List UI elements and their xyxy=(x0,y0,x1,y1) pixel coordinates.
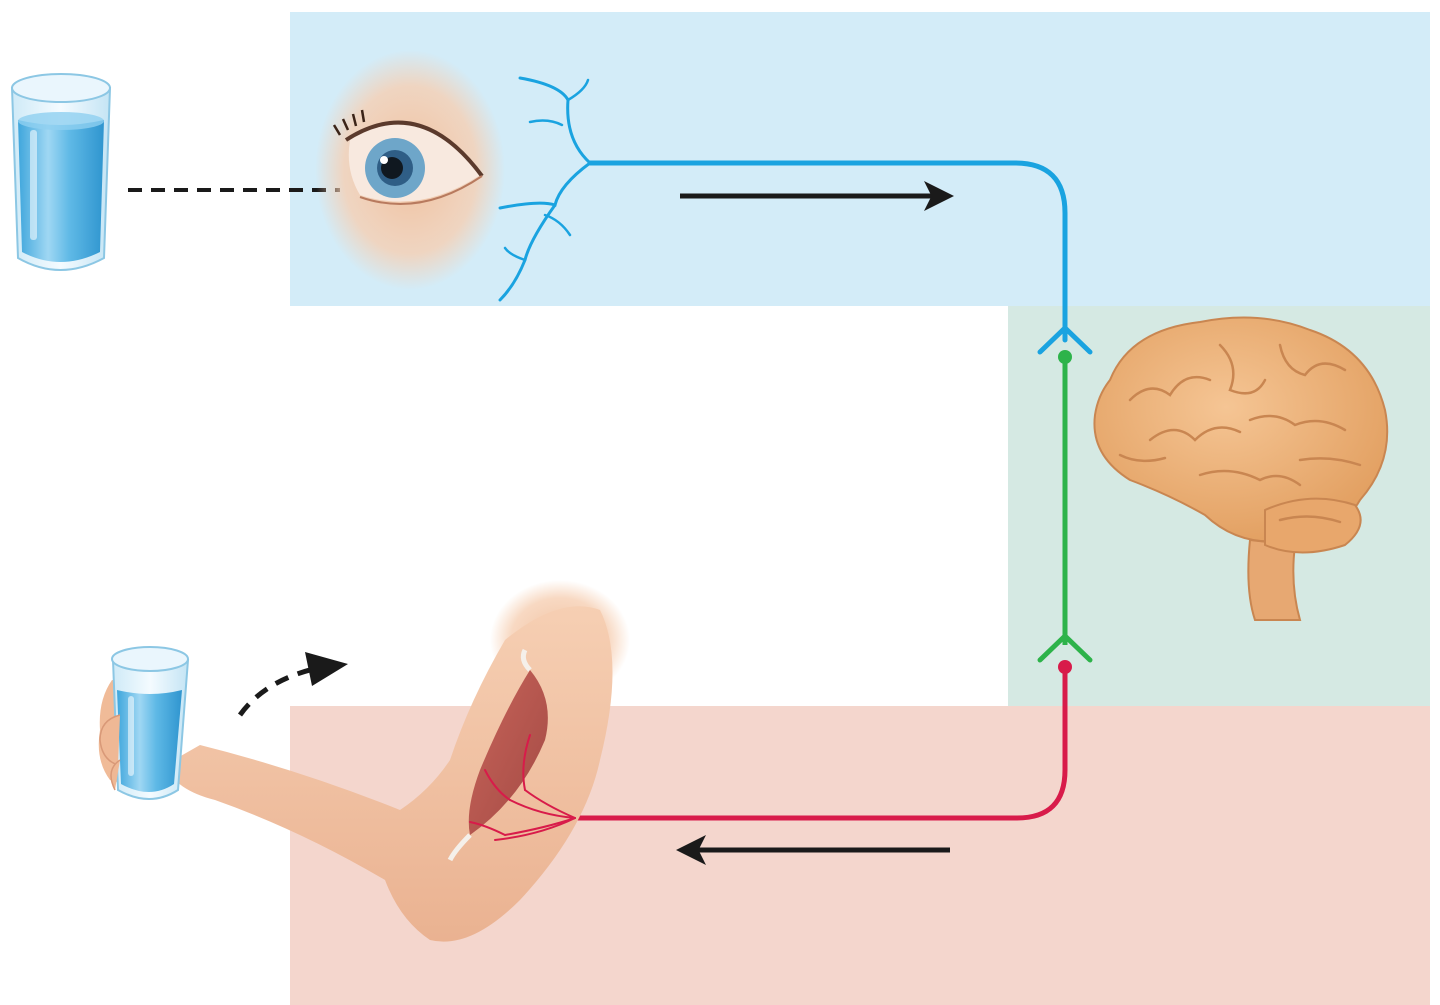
movement-arrow-dashed xyxy=(237,652,348,717)
sensory-neuron xyxy=(498,76,1093,355)
motor-neuron xyxy=(572,660,1072,821)
interneuron xyxy=(1037,350,1093,663)
eye-icon xyxy=(315,50,505,290)
brain-icon xyxy=(1093,316,1389,621)
glass-of-water-icon xyxy=(10,73,112,271)
held-glass-icon xyxy=(99,646,190,800)
